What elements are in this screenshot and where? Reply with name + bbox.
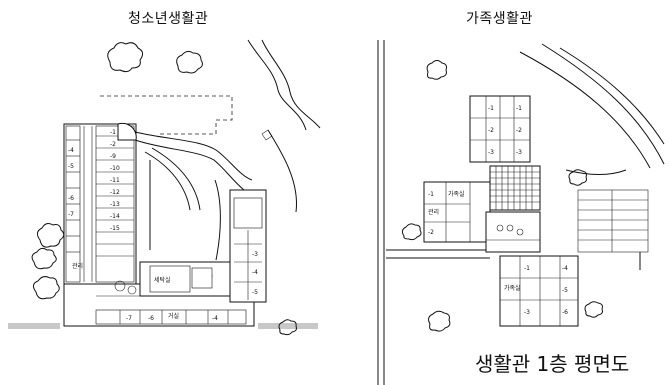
room-label: -1	[488, 105, 494, 112]
youth-hall-plan: -1 -2 -9 -10 -11 -12 -13 -14 -15 -4 -5 -…	[8, 39, 321, 336]
room-label: -9	[110, 153, 116, 160]
room-label: -14	[110, 213, 120, 220]
family-hall-title: 가족생활관	[466, 11, 533, 27]
room-label: -12	[110, 189, 120, 196]
room-label: -6	[68, 195, 74, 202]
room-label: -4	[562, 265, 568, 272]
room-label: -6	[562, 309, 568, 316]
room-label: 거실	[168, 312, 179, 320]
room-label: -1	[110, 129, 116, 136]
room-label: -5	[562, 287, 568, 294]
room-label: -13	[110, 201, 120, 208]
room-label: -4	[68, 147, 74, 154]
room-label: -1	[516, 105, 522, 112]
room-label: 가족실	[448, 190, 465, 198]
room-label: -6	[148, 315, 154, 322]
room-label: -3	[524, 309, 530, 316]
family-hall-plan: -1 -1 -2 -2 -3 -3 가족실 관리	[386, 43, 665, 332]
room-label: -11	[110, 177, 120, 184]
room-label: 관리	[72, 262, 83, 270]
room-label: -4	[212, 315, 218, 322]
room-label: -1	[524, 265, 530, 272]
courtyard-hatch	[490, 166, 540, 210]
room-label: -3	[516, 149, 522, 156]
room-label: -5	[252, 289, 258, 296]
courtyard	[489, 165, 541, 211]
parking-lot	[577, 189, 649, 253]
room-label: -2	[488, 127, 494, 134]
room-label: -5	[68, 163, 74, 170]
room-label: -2	[516, 127, 522, 134]
youth-room-grid	[66, 126, 134, 282]
room-label: -10	[110, 165, 120, 172]
room-label: -2	[428, 229, 434, 236]
room-label: -7	[126, 315, 132, 322]
youth-hall-title: 청소년생활관	[128, 11, 209, 27]
room-label: -3	[252, 251, 258, 258]
room-label: 가족실	[504, 284, 521, 292]
drawing-caption: 생활관 1층 평면도	[475, 352, 630, 376]
room-label: -15	[110, 225, 120, 232]
room-label: -7	[68, 211, 74, 218]
room-label: 관리	[428, 208, 439, 216]
room-label: -1	[428, 191, 434, 198]
room-label: -3	[488, 149, 494, 156]
room-label: -2	[110, 141, 116, 148]
room-label: -4	[252, 269, 258, 276]
room-label: 세탁실	[154, 276, 171, 284]
